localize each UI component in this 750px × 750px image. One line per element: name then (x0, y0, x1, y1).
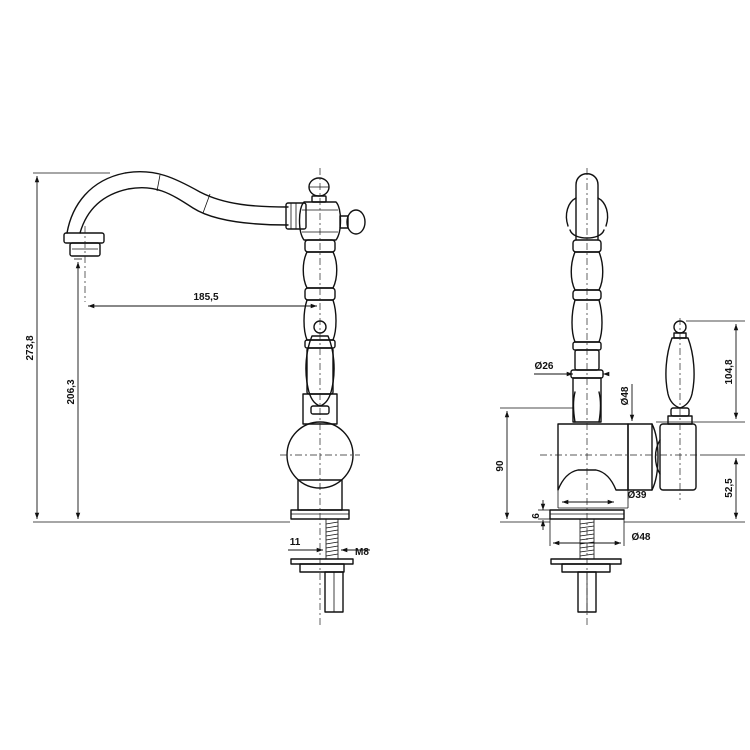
spout-band-2 (202, 193, 211, 214)
dim-lever-axis-height: 52,5 (724, 478, 735, 498)
side-mixer-body (557, 423, 629, 491)
front-view: 273,8 206,3 185,5 11 M8 (25, 168, 370, 625)
dim-total-height: 273,8 (25, 335, 36, 360)
dim-thread-length: 11 (290, 537, 301, 548)
side-mounting-nut (561, 563, 611, 573)
side-knob (346, 209, 366, 235)
thread-hatch (325, 521, 339, 557)
dim-base-thickness: 6 (531, 513, 542, 519)
side-lever-housing (627, 423, 653, 491)
spout-outline-outer (66, 171, 289, 234)
spout-outline-inner (79, 186, 289, 234)
dim-inner-diameter: Ø39 (628, 490, 647, 501)
spout-band (156, 174, 161, 192)
mounting-nut (299, 563, 345, 573)
side-lever-cartridge (659, 423, 697, 491)
dim-spout-reach: 185,5 (193, 292, 218, 303)
dim-pipe-diameter: Ø26 (535, 361, 554, 372)
dim-spout-height: 206,3 (66, 379, 77, 404)
dim-thread-size: M8 (355, 547, 369, 558)
side-mounting-washer (550, 558, 622, 565)
dim-lever-height: 104,8 (724, 359, 735, 384)
dim-body-diameter: Ø48 (620, 386, 631, 405)
mounting-washer (290, 558, 354, 565)
dim-body-height: 90 (495, 460, 506, 472)
spout-tip (63, 232, 105, 244)
dim-base-diameter: Ø48 (632, 532, 651, 543)
side-view: Ø26 Ø48 90 104,8 52,5 Ø39 6 Ø48 (495, 168, 745, 625)
column-head (298, 201, 342, 241)
